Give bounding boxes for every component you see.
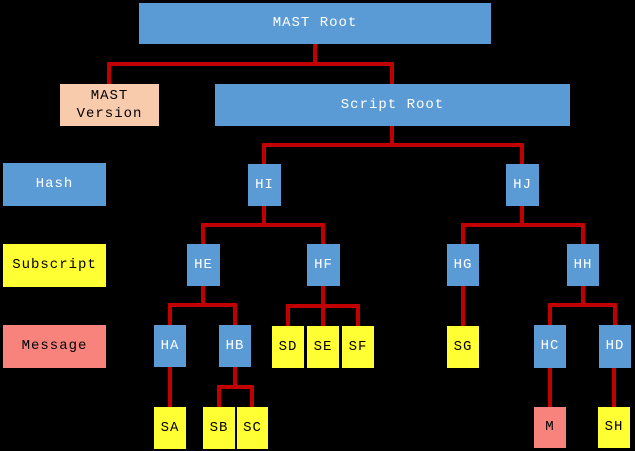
connector-segment <box>107 62 394 66</box>
node-sg: SG <box>447 326 479 368</box>
node-sc: SC <box>237 407 268 449</box>
connector-segment <box>613 307 617 325</box>
connector-segment <box>356 308 360 326</box>
connector-segment <box>321 227 325 244</box>
node-hb: HB <box>219 325 251 367</box>
connector-segment <box>262 147 266 164</box>
connector-segment <box>217 385 254 389</box>
connector-segment <box>286 308 290 326</box>
connector-segment <box>201 223 325 227</box>
connector-segment <box>390 66 394 84</box>
node-hf: HF <box>307 244 340 286</box>
connector-segment <box>548 307 552 325</box>
connector-segment <box>461 223 585 227</box>
connector-segment <box>217 389 221 407</box>
node-hd: HD <box>599 325 631 368</box>
node-m: M <box>534 407 566 448</box>
connector-segment <box>262 143 524 147</box>
node-sa: SA <box>154 407 186 449</box>
node-sh: SH <box>598 407 630 448</box>
connector-segment <box>250 389 254 407</box>
node-se: SE <box>307 326 339 368</box>
connector-segment <box>201 227 205 244</box>
row-label-subscript: Subscript <box>3 244 106 287</box>
node-mast-version: MAST Version <box>60 84 159 126</box>
row-label-message: Message <box>3 325 106 368</box>
connector-segment <box>581 227 585 244</box>
connector-segment <box>548 368 552 407</box>
connector-segment <box>321 308 325 326</box>
node-script-root: Script Root <box>215 84 570 126</box>
connector-segment <box>612 368 616 407</box>
node-hj: HJ <box>506 164 539 206</box>
connector-segment <box>461 227 465 244</box>
connector-segment <box>107 66 111 84</box>
connector-segment <box>168 303 237 307</box>
row-label-hash: Hash <box>3 163 106 206</box>
node-hg: HG <box>447 244 479 286</box>
node-hc: HC <box>534 325 566 368</box>
node-he: HE <box>187 244 220 286</box>
node-mast-root: MAST Root <box>139 3 491 44</box>
connector-segment <box>168 307 172 325</box>
node-hh: HH <box>567 244 599 286</box>
node-sb: SB <box>203 407 235 449</box>
connector-segment <box>461 286 465 326</box>
connector-segment <box>520 147 524 164</box>
node-sf: SF <box>342 326 374 368</box>
node-sd: SD <box>272 326 304 368</box>
connector-segment <box>548 303 617 307</box>
connector-segment <box>233 307 237 325</box>
node-hi: HI <box>248 164 281 206</box>
node-ha: HA <box>154 325 186 367</box>
connector-segment <box>168 367 172 407</box>
